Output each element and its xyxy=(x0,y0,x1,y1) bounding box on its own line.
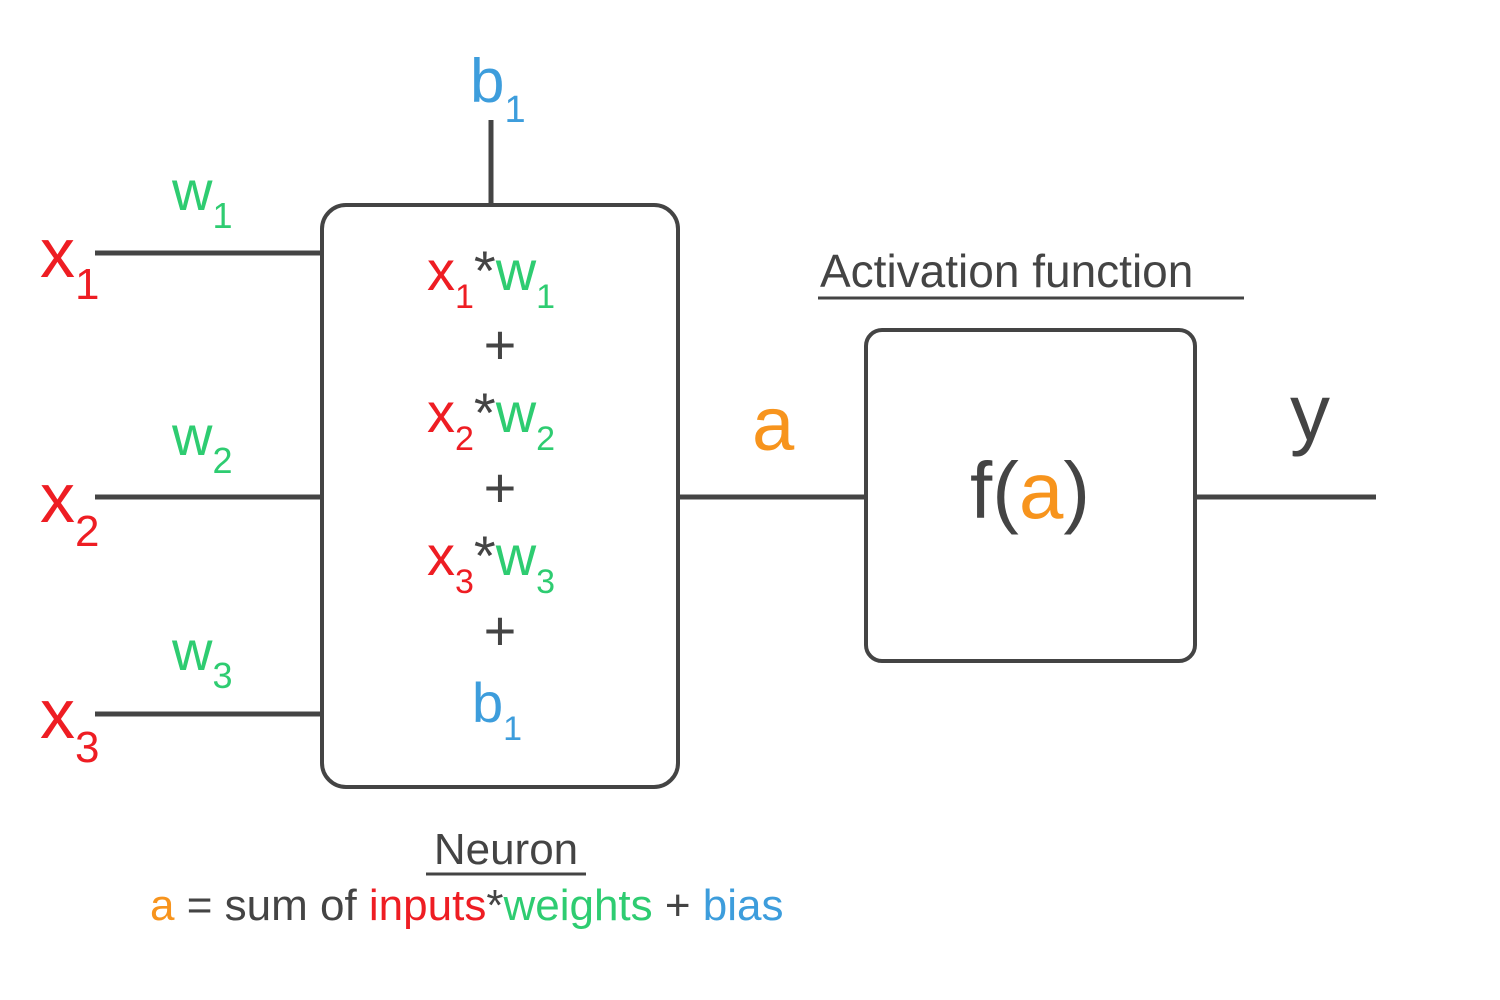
neuron-plus-1: + xyxy=(484,313,517,376)
term-2-w: w xyxy=(495,381,537,444)
weight-base-1: w xyxy=(171,159,213,222)
neuron-caption: Neuron xyxy=(434,825,578,874)
bias-sub: 1 xyxy=(504,89,525,131)
input-base-2: x xyxy=(40,459,75,537)
bias-label: b1 xyxy=(470,47,526,131)
term-1-x: x xyxy=(427,239,455,302)
weight-label-1: w1 xyxy=(171,159,232,236)
input-sub-3: 3 xyxy=(75,723,99,772)
input-label-2: x2 xyxy=(40,459,99,556)
activation-arg: a xyxy=(1019,446,1064,535)
formula: a = sum of inputs*weights + bias xyxy=(150,881,784,930)
neuron-term-1: x1*w1 xyxy=(427,239,555,316)
activation-close: ) xyxy=(1063,446,1090,535)
activation-f: f( xyxy=(970,446,1019,535)
input-sub-2: 2 xyxy=(75,507,99,556)
term-3-x: x xyxy=(427,524,455,587)
neuron-plus-2: + xyxy=(484,456,517,519)
sum-output-label: a xyxy=(752,382,795,467)
activation-title: Activation function xyxy=(820,245,1193,297)
activation-expression: f(a) xyxy=(970,446,1090,535)
term-2-x: x xyxy=(427,381,455,444)
term-3-xsub: 3 xyxy=(455,563,474,601)
formula-bias: bias xyxy=(703,881,784,930)
neuron-term-2: x2*w2 xyxy=(427,381,555,458)
term-2-wsub: 2 xyxy=(536,420,555,458)
term-1-w: w xyxy=(495,239,537,302)
formula-star: * xyxy=(486,881,503,930)
term-2-op: * xyxy=(474,381,496,444)
input-label-1: x1 xyxy=(40,214,99,309)
neuron-term-3: x3*w3 xyxy=(427,524,555,601)
input-base-1: x xyxy=(40,214,75,292)
term-3-wsub: 3 xyxy=(536,563,555,601)
output-label: y xyxy=(1290,368,1330,457)
weight-label-3: w3 xyxy=(171,619,232,696)
formula-sum-of: = sum of xyxy=(174,881,368,930)
formula-a: a xyxy=(150,881,175,930)
formula-inputs: inputs xyxy=(369,881,486,930)
weight-base-3: w xyxy=(171,619,213,682)
neuron-bias-base: b xyxy=(472,671,503,734)
weight-label-2: w2 xyxy=(171,404,232,481)
input-sub-1: 1 xyxy=(75,260,99,309)
term-3-op: * xyxy=(474,524,496,587)
neuron-bias: b1 xyxy=(472,671,522,748)
term-1-wsub: 1 xyxy=(536,278,555,316)
formula-plus: + xyxy=(653,881,703,930)
term-2-xsub: 2 xyxy=(455,420,474,458)
weight-sub-2: 2 xyxy=(212,440,232,481)
bias-base: b xyxy=(470,47,504,116)
neuron-plus-3: + xyxy=(484,599,517,662)
formula-weights: weights xyxy=(502,881,652,930)
neuron-bias-sub: 1 xyxy=(503,710,522,748)
term-1-op: * xyxy=(474,239,496,302)
term-1-xsub: 1 xyxy=(455,278,474,316)
input-base-3: x xyxy=(40,675,75,753)
term-3-w: w xyxy=(495,524,537,587)
input-label-3: x3 xyxy=(40,675,99,772)
weight-sub-3: 3 xyxy=(212,655,232,696)
weight-sub-1: 1 xyxy=(212,195,232,236)
weight-base-2: w xyxy=(171,404,213,467)
